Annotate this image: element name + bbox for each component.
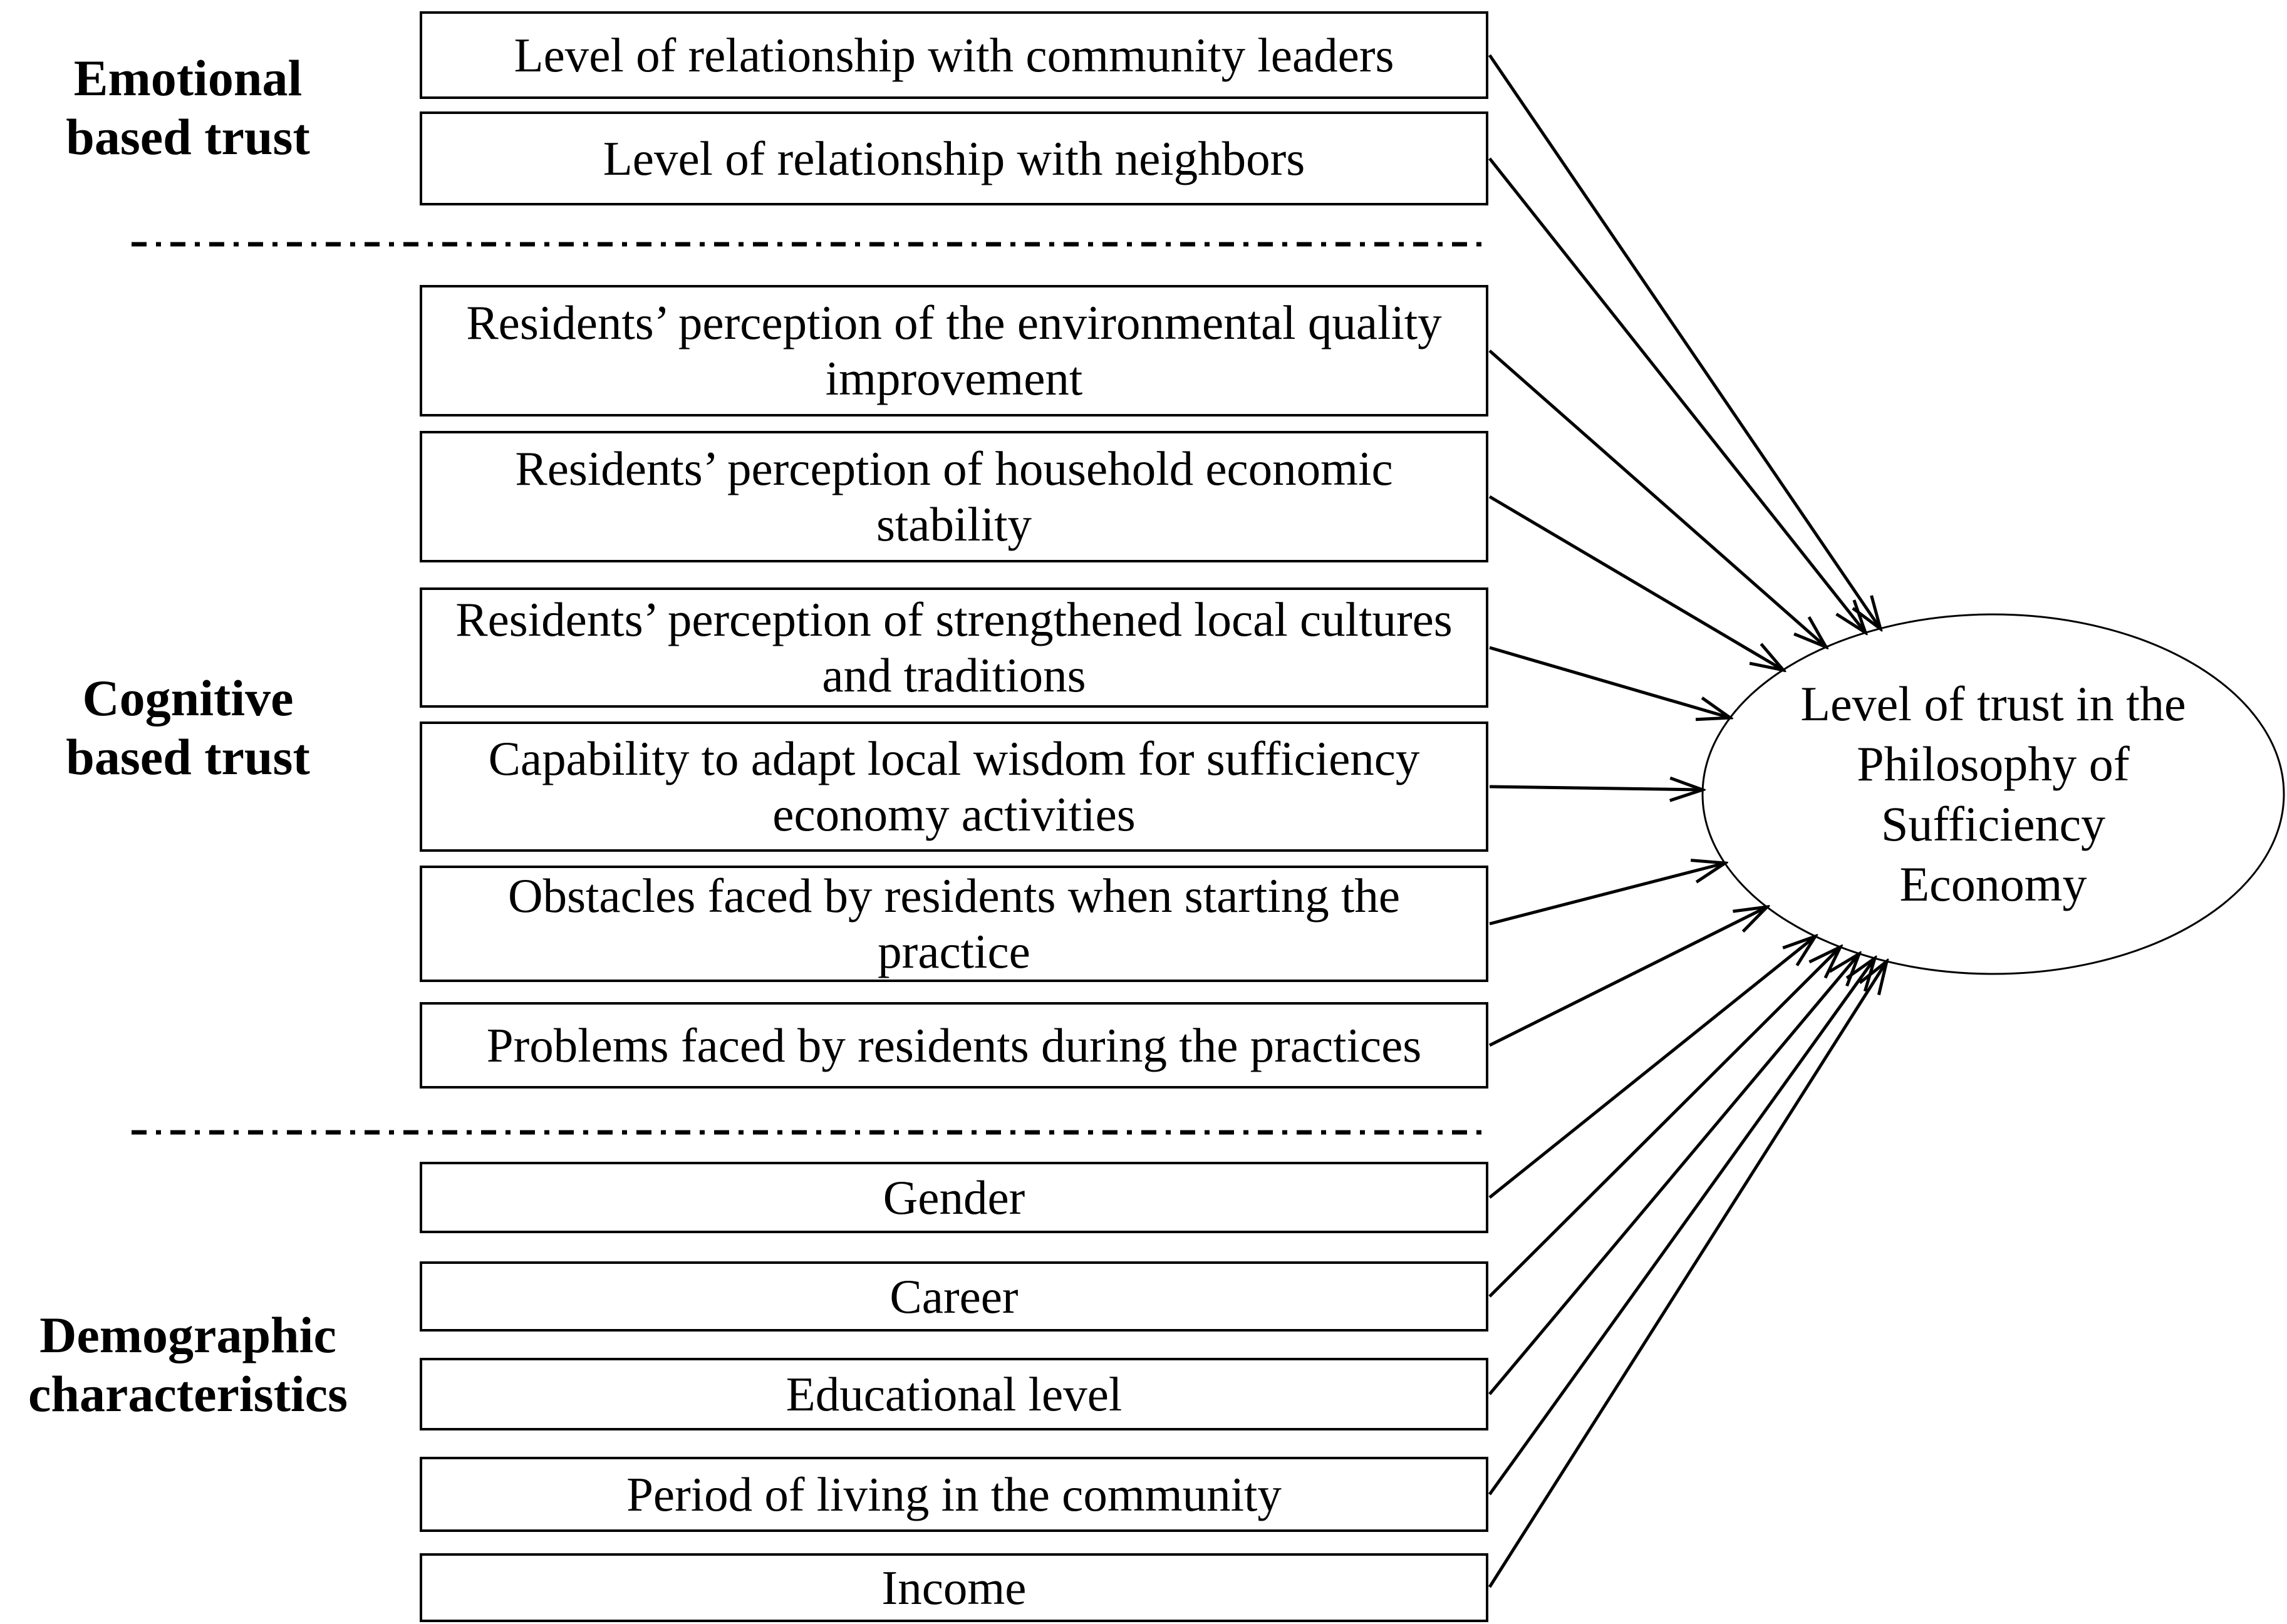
factor-box-local-wisdom: Capability to adapt local wisdom for suf…	[420, 721, 1488, 852]
factor-box-period-of-living: Period of living in the community	[420, 1457, 1488, 1532]
arrow-gender	[1488, 936, 1815, 1199]
outcome-ellipse-label: Level of trust in the Philosophy of Suff…	[1800, 676, 2186, 911]
arrow-economic-stability	[1488, 495, 1783, 670]
arrow-career	[1488, 947, 1840, 1298]
arrow-neighbors	[1488, 157, 1865, 633]
arrow-community-leaders	[1488, 54, 1880, 629]
group-label-emotional-based-trust: Emotional based trust	[66, 49, 310, 166]
factor-box-neighbors: Level of relationship with neighbors	[420, 111, 1488, 205]
arrow-period-of-living	[1488, 958, 1875, 1496]
factor-box-economic-stability: Residents’ perception of household econo…	[420, 431, 1488, 562]
factor-box-environmental-quality: Residents’ perception of the environment…	[420, 285, 1488, 416]
arrow-local-cultures	[1489, 646, 1730, 718]
arrow-local-wisdom	[1489, 787, 1703, 790]
arrow-environmental-quality	[1488, 349, 1826, 647]
factor-box-local-cultures: Residents’ perception of strengthened lo…	[420, 587, 1488, 708]
factor-box-career: Career	[420, 1261, 1488, 1332]
factor-box-gender: Gender	[420, 1162, 1488, 1233]
group-label-cognitive-based-trust: Cognitive based trust	[66, 670, 310, 786]
arrow-educational-level	[1488, 954, 1859, 1395]
factor-box-obstacles: Obstacles faced by residents when starti…	[420, 866, 1488, 982]
arrow-problems	[1488, 907, 1767, 1047]
group-label-demographic-characteristics: Demographic characteristics	[28, 1306, 348, 1423]
arrow-income	[1488, 961, 1887, 1588]
arrow-obstacles	[1489, 863, 1725, 926]
factor-box-income: Income	[420, 1553, 1488, 1622]
factor-box-educational-level: Educational level	[420, 1358, 1488, 1430]
factor-box-community-leaders: Level of relationship with community lea…	[420, 11, 1488, 99]
factor-box-problems: Problems faced by residents during the p…	[420, 1002, 1488, 1089]
